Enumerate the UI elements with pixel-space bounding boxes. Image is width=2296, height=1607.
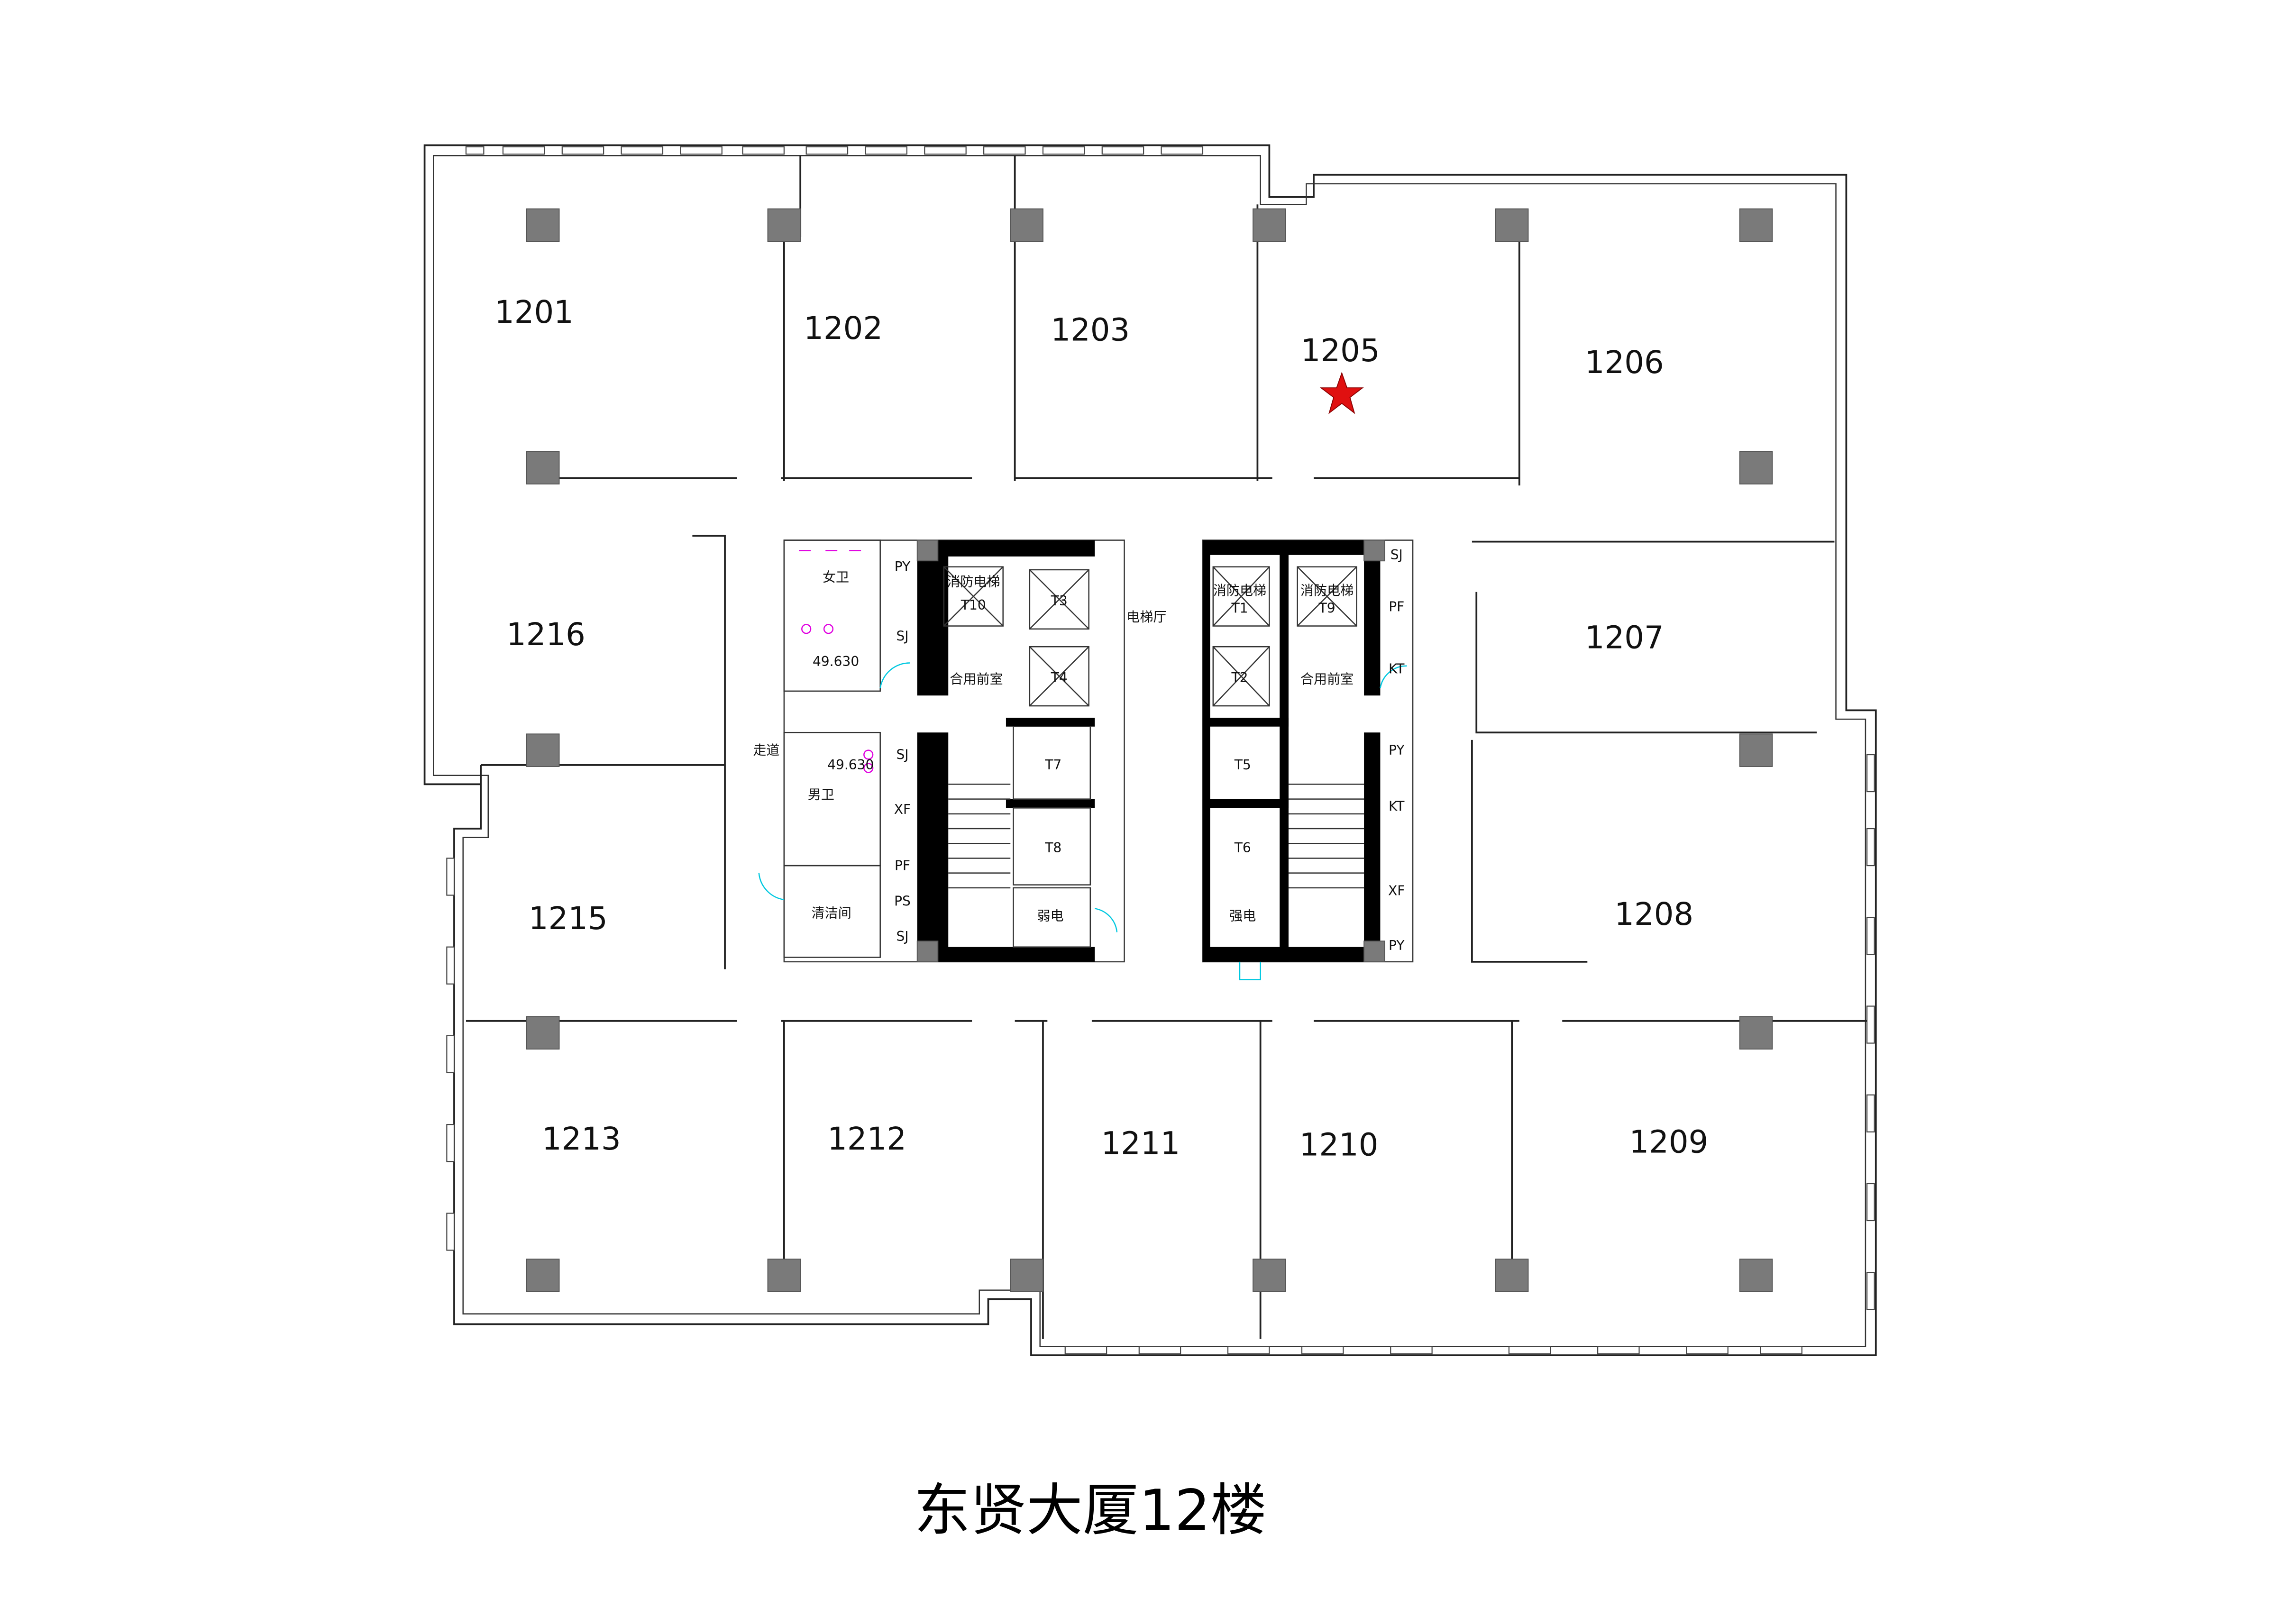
room-1201[interactable]: 1201 [494,294,574,330]
shaft-label: XF [1388,883,1405,898]
shaft-label: PY [1389,938,1405,953]
room-1209[interactable]: 1209 [1629,1124,1709,1160]
shaft-label: SJ [896,929,908,944]
elevator-label: T8 [1044,840,1061,856]
shaft-label: XF [894,802,911,817]
shaft-label: PY [895,559,911,575]
star-icon [1319,372,1364,414]
level-label: 49.630 [813,654,859,669]
inner-wall [433,155,1866,1347]
fire-elevator-label: 消防电梯 [1213,583,1266,598]
room-1208[interactable]: 1208 [1614,896,1693,932]
windows [446,146,1875,1354]
room-1210[interactable]: 1210 [1299,1127,1379,1163]
elevator-label: T1 [1231,600,1248,616]
outer-wall [423,144,1877,1356]
shaft-label: KT [1389,799,1405,814]
strong-current-label: 强电 [1229,908,1256,924]
male-wc-label: 男卫 [808,787,834,803]
room-labels: 1201 1202 1203 1205 1206 1207 1208 1209 … [494,294,1708,1163]
lobby-label: 合用前室 [1300,671,1354,687]
partition-walls [466,155,1867,1339]
level-label: 49.630 [827,757,874,773]
room-1213[interactable]: 1213 [542,1121,621,1157]
shaft-label: SJ [896,629,908,644]
elevator-label: T7 [1044,757,1061,773]
corridor-label: 走道 [753,742,779,758]
room-1216[interactable]: 1216 [506,617,585,653]
room-1212[interactable]: 1212 [827,1121,906,1157]
elevator-label: T10 [960,597,986,613]
room-1207[interactable]: 1207 [1585,620,1664,656]
shaft-label: KT [1389,661,1405,676]
elevator-label: T6 [1234,840,1251,856]
lobby-label: 合用前室 [950,671,1003,687]
elevator-label: T5 [1234,757,1251,773]
fire-elevator-label: 消防电梯 [947,574,1000,589]
elevator-label: T2 [1231,670,1248,685]
shaft-label: PY [1389,742,1405,758]
fire-elevator-label: 消防电梯 [1300,583,1354,598]
shaft-label: PF [895,858,910,873]
shaft-label: SJ [1390,547,1403,563]
page-title: 东贤大厦12楼 [914,1478,1267,1543]
room-1215[interactable]: 1215 [529,901,608,937]
weak-current-label: 弱电 [1037,908,1063,924]
shaft-label: PF [1389,599,1404,614]
elevator-label: T4 [1051,670,1068,685]
female-wc-label: 女卫 [823,569,849,585]
elevator-label: T9 [1318,600,1336,616]
shaft-label: SJ [896,747,908,762]
room-1206[interactable]: 1206 [1585,345,1664,381]
room-1211[interactable]: 1211 [1101,1126,1180,1162]
room-1202[interactable]: 1202 [804,310,883,347]
core-left: PY SJ SJ XF PF PS SJ T10 消防电梯 T3 T4 T7 T… [753,539,1166,963]
shaft-label: PS [894,893,911,909]
columns [526,208,1773,1292]
cleaning-room-label: 清洁间 [812,905,851,921]
elevator-hall-label: 电梯厅 [1126,609,1166,625]
core-right: 消防电梯 T1 消防电梯 T9 T2 T5 T6 强电 合用前室 SJ PF K… [1202,539,1414,980]
room-1205[interactable]: 1205 [1301,333,1380,369]
room-1203[interactable]: 1203 [1051,312,1130,348]
elevator-label: T3 [1051,593,1068,609]
